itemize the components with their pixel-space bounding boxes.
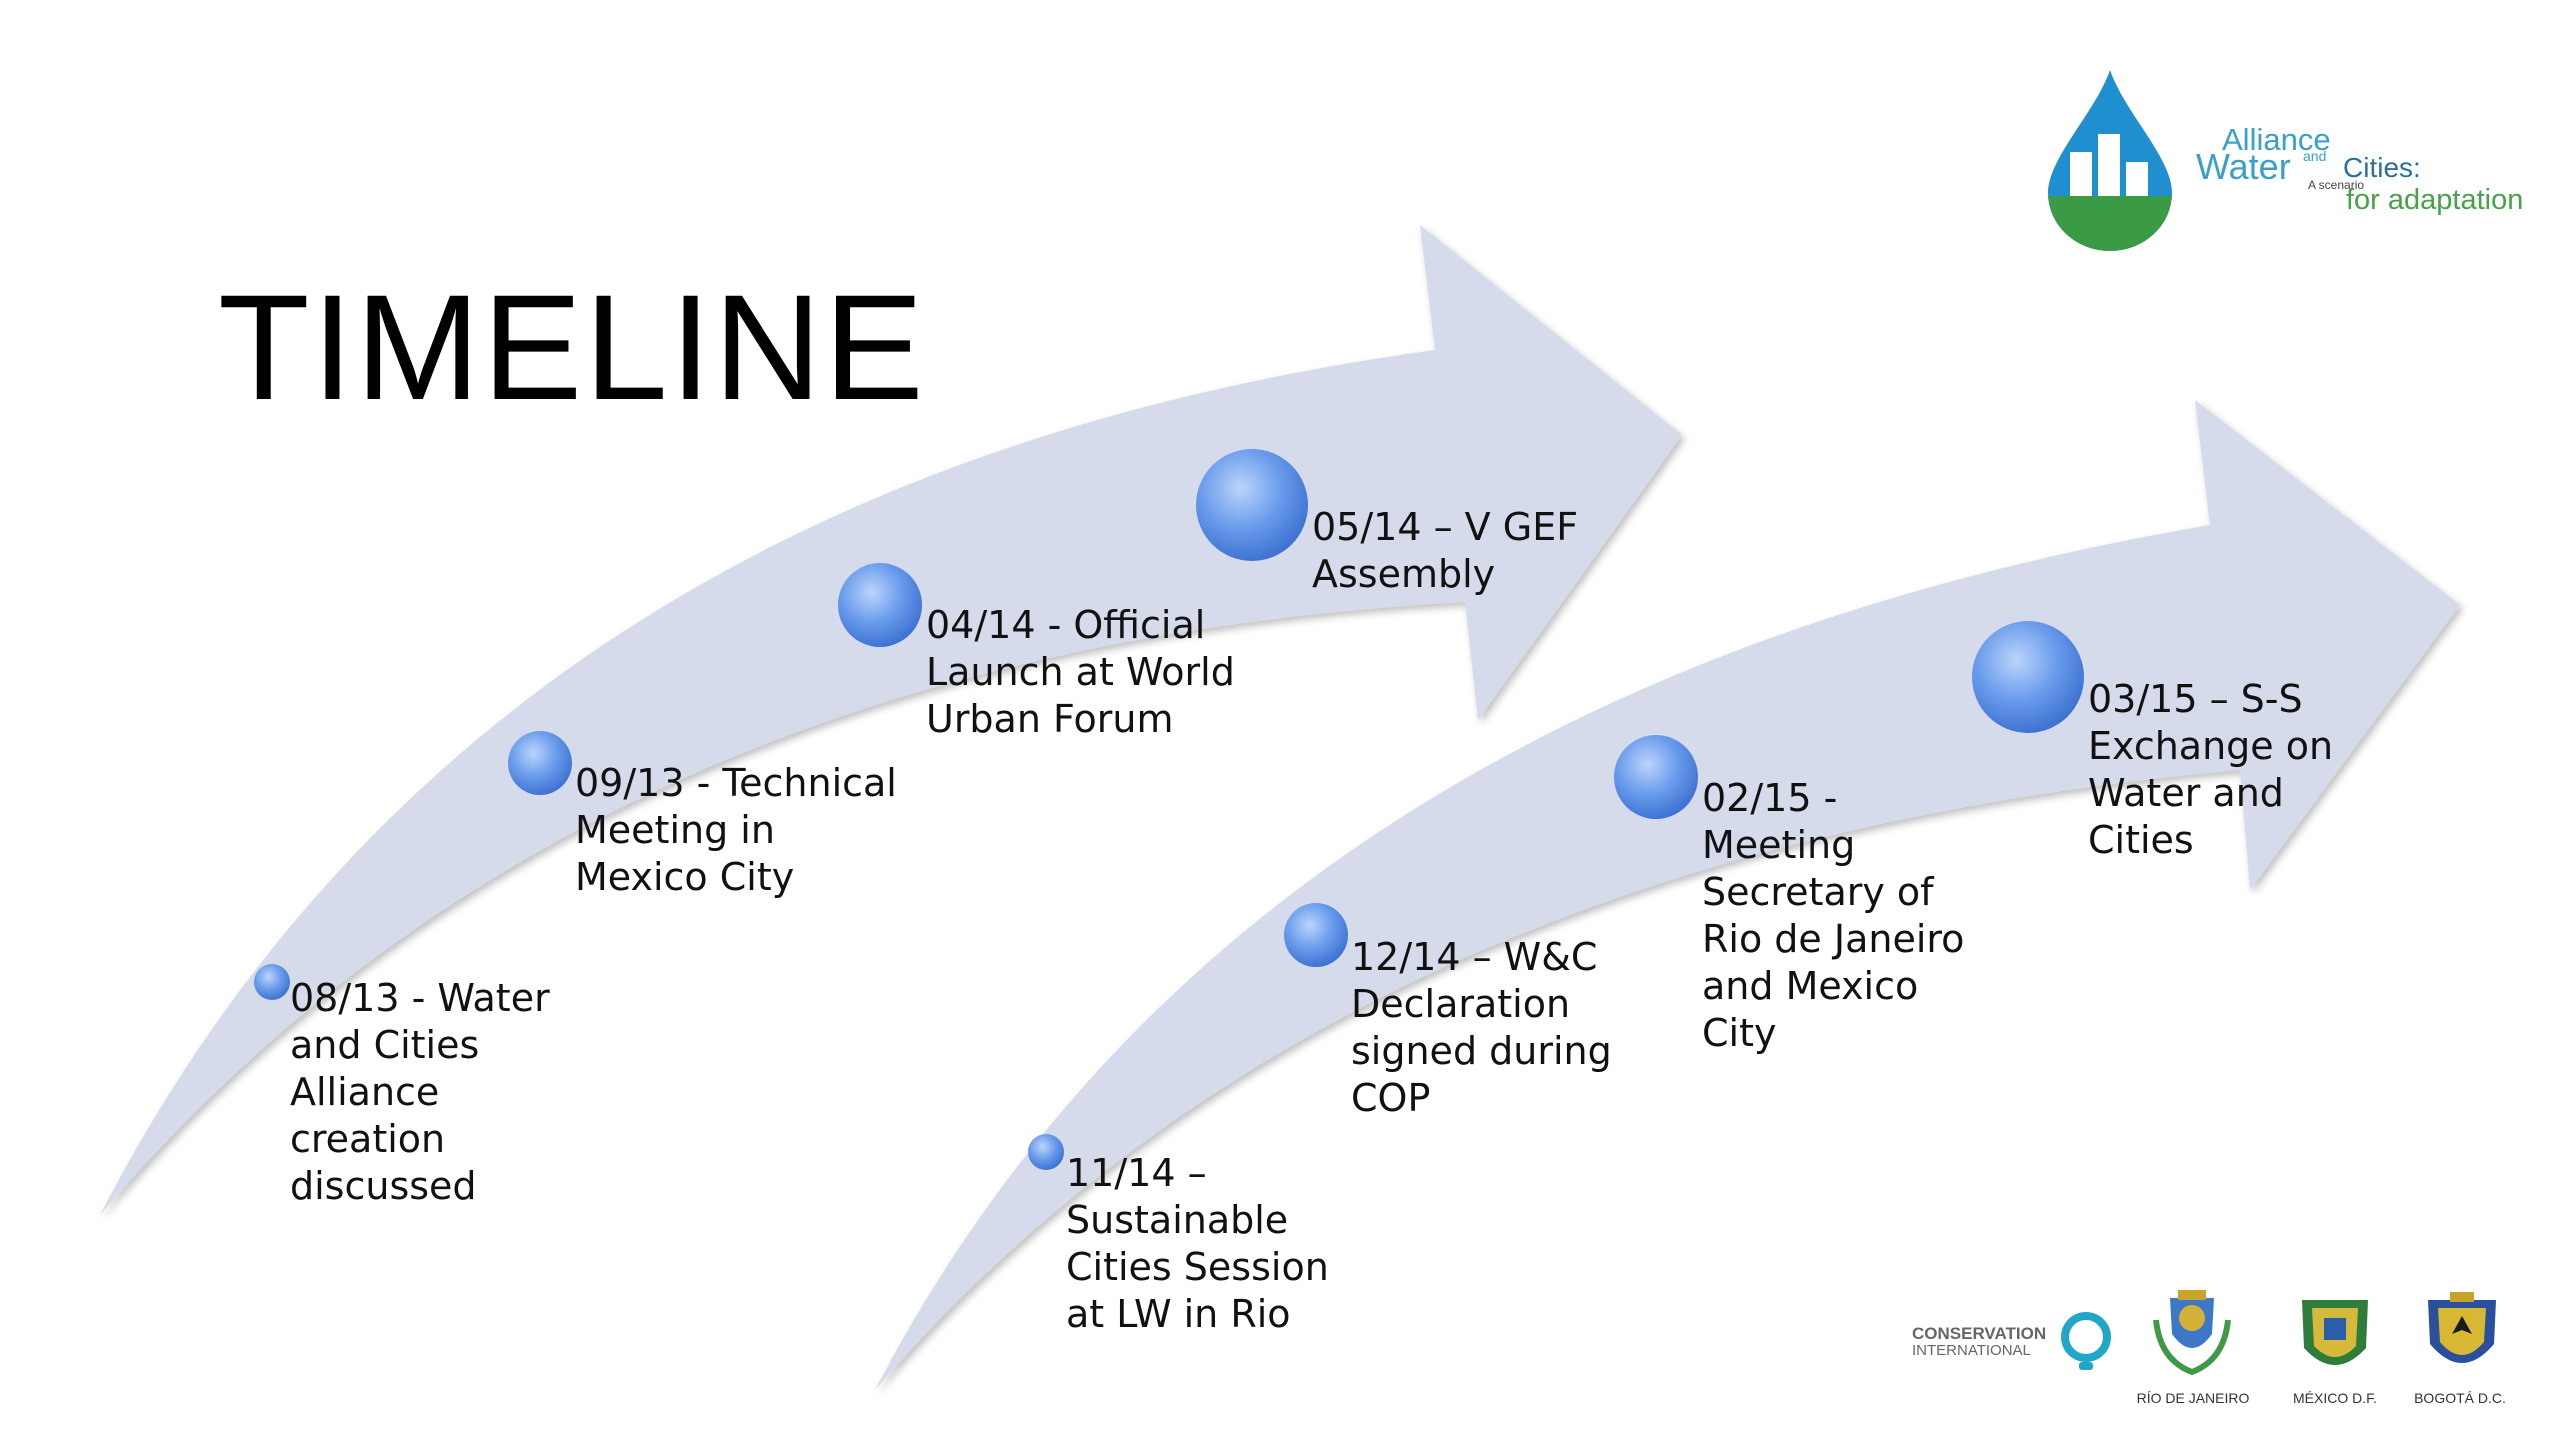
milestone-bubble-7 <box>1614 735 1698 819</box>
milestone-bubble-3 <box>838 563 922 647</box>
logo-word-and: and <box>2303 148 2327 164</box>
milestone-bubble-1 <box>254 964 290 1000</box>
logo-word-water: Water <box>2196 146 2291 187</box>
logo-word-cities: Cities: <box>2343 152 2421 183</box>
conservation-international-line2: INTERNATIONAL <box>1912 1342 2031 1359</box>
milestone-label-1: 08/13 - Water and Cities Alliance creati… <box>290 976 550 1208</box>
rio-de-janeiro-crest-icon <box>2153 1290 2231 1376</box>
bogota-dc-label: BOGOTÁ D.C. <box>2414 1390 2506 1406</box>
mexico-df-label: MÉXICO D.F. <box>2292 1390 2377 1406</box>
milestone-label-5: 11/14 – Sustainable Cities Session at LW… <box>1066 1151 1329 1336</box>
conservation-international-logo-icon <box>2061 1312 2111 1370</box>
logo-word-alliance: Alliance <box>2222 122 2331 157</box>
logo-word-scenario: A scenario <box>2308 178 2365 192</box>
milestone-bubble-6 <box>1284 903 1348 967</box>
slide-title: TIMELINE <box>218 263 926 431</box>
milestone-label-6: 12/14 – W&C Declaration signed during CO… <box>1351 935 1612 1120</box>
milestone-bubble-4 <box>1196 449 1308 561</box>
milestone-label-3: 04/14 - Official Launch at World Urban F… <box>926 603 1235 741</box>
milestone-label-2: 09/13 - Technical Meeting in Mexico City <box>575 761 897 899</box>
milestone-bubble-2 <box>508 731 572 795</box>
water-drop-logo-icon <box>2048 70 2172 251</box>
milestone-bubble-5 <box>1028 1134 1064 1170</box>
rio-de-janeiro-label: RÍO DE JANEIRO <box>2136 1390 2250 1406</box>
milestone-bubble-8 <box>1972 621 2084 733</box>
conservation-international-line1: CONSERVATION <box>1912 1324 2047 1343</box>
logo-word-adaptation: for adaptation <box>2346 184 2524 216</box>
milestone-label-8: 03/15 – S-S Exchange on Water and Cities <box>2088 677 2334 862</box>
bogota-dc-crest-icon <box>2428 1292 2496 1363</box>
milestone-label-4: 05/14 – V GEF Assembly <box>1312 505 1579 596</box>
mexico-df-crest-icon <box>2302 1300 2368 1365</box>
milestone-label-7: 02/15 - Meeting Secretary of Rio de Jane… <box>1702 776 1965 1055</box>
